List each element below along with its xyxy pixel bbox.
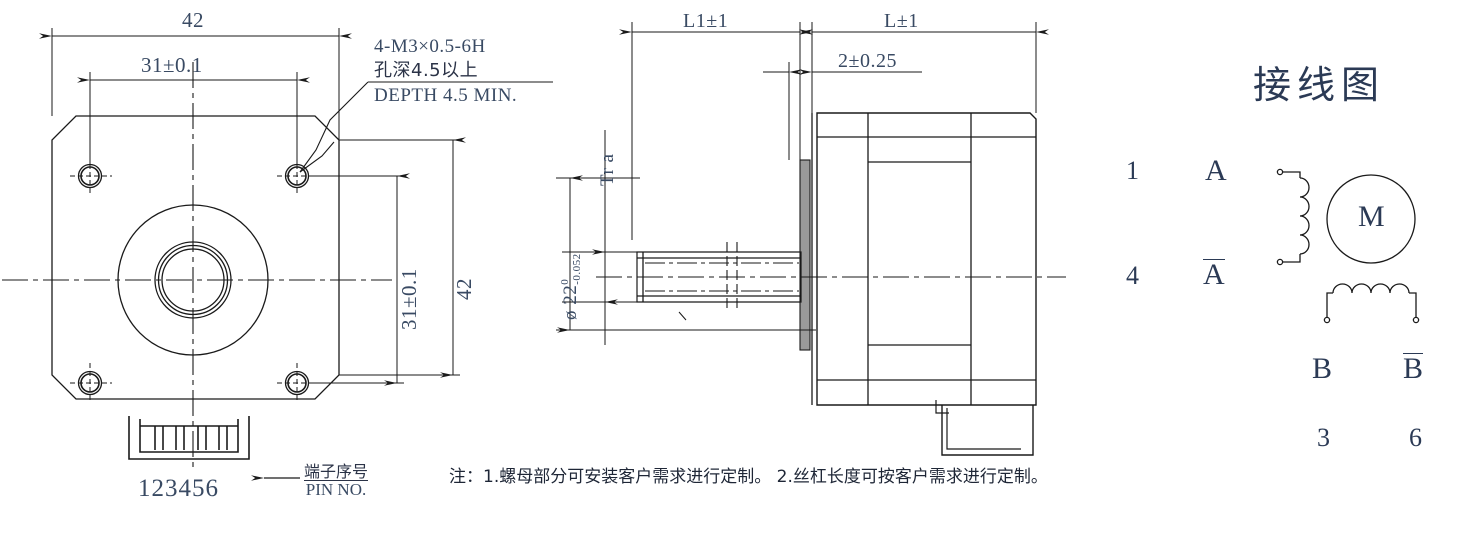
drawing-notes: 注：1.螺母部分可安装客户需求进行定制。 2.丝杠长度可按客户需求进行定制。	[449, 467, 1048, 487]
wiring-phase-b: B	[1312, 352, 1333, 385]
dim-bolt-spacing-horizontal: 31±0.1	[141, 53, 203, 77]
side-view-dimensions	[556, 22, 1049, 345]
wiring-phase-a-bar-text: A	[1203, 258, 1225, 291]
dim-overall-width: 42	[182, 8, 204, 32]
hole-callout-depth-cn: 孔深4.5以上	[374, 60, 479, 82]
wiring-phase-a-bar: A	[1203, 258, 1225, 292]
dim-body-length: L±1	[884, 10, 919, 32]
dim-pilot-tol-lower: -0.052	[570, 253, 583, 285]
front-view-body	[2, 62, 392, 470]
wiring-phase-b-bar-text: B	[1403, 352, 1424, 385]
wiring-phase-b-bar: B	[1403, 352, 1424, 386]
wiring-pin-3: 3	[1317, 423, 1330, 452]
wiring-diagram-geometry	[1276, 168, 1420, 324]
hole-callout-depth-en: DEPTH 4.5 MIN.	[374, 84, 518, 106]
wiring-pin-6: 6	[1409, 423, 1422, 452]
side-view-body	[596, 112, 1066, 456]
thread-callout-tr-a: Tr a	[597, 153, 618, 186]
dim-overall-height: 42	[452, 278, 476, 300]
pin-no-label-en: PIN NO.	[304, 480, 369, 500]
front-view-dimensions	[39, 28, 466, 386]
dim-screw-length: L1±1	[683, 10, 729, 32]
wiring-diagram-title: 接线图	[1253, 63, 1386, 107]
hole-callout-leader	[299, 81, 553, 173]
pin-no-label: 端子序号 PIN NO.	[304, 462, 369, 500]
wiring-pin-1: 1	[1126, 156, 1139, 185]
dim-pilot-tol-upper: 0	[559, 278, 572, 285]
front-view-connector	[128, 416, 250, 460]
wiring-pin-4: 4	[1126, 261, 1139, 290]
hole-callout-thread: 4-M3×0.5-6H	[374, 36, 486, 57]
pin-numbers: 123456	[138, 475, 219, 502]
motor-symbol-label: M	[1358, 200, 1385, 233]
dim-pilot-diameter-value: ø 22	[560, 284, 581, 320]
hole-callout-block: 4-M3×0.5-6H 孔深4.5以上 DEPTH 4.5 MIN.	[374, 34, 517, 108]
dim-bolt-spacing-vertical: 31±0.1	[397, 268, 421, 330]
wiring-phase-a: A	[1205, 154, 1227, 187]
dim-flange-thickness: 2±0.25	[838, 50, 897, 72]
dim-pilot-tolerance: 0-0.052	[559, 253, 583, 285]
pin-no-label-cn: 端子序号	[304, 462, 369, 481]
